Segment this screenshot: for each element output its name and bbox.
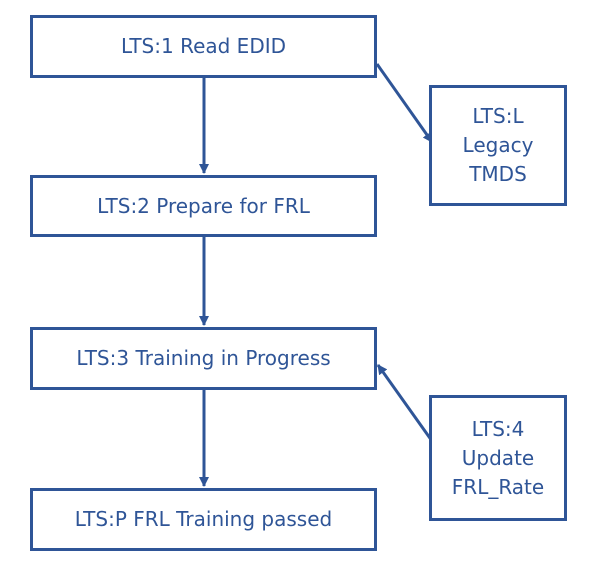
arrow-lts1-to-ltsl xyxy=(375,63,434,143)
node-label-line: FRL_Rate xyxy=(451,474,545,499)
node-label: LTS:1 Read EDID xyxy=(120,34,287,58)
node-lts2-prepare-for-frl: LTS:2 Prepare for FRL xyxy=(30,175,377,237)
node-label: LTS:2 Prepare for FRL xyxy=(97,193,310,218)
node-label-line: LTS:4 xyxy=(471,416,525,441)
node-lts1-read-edid: LTS:1 Read EDID xyxy=(30,15,377,78)
node-lts4-update-frl-rate: LTS:4 Update FRL_Rate xyxy=(429,395,567,521)
node-label-line: Legacy xyxy=(462,133,534,157)
node-ltsp-frl-training-passed: LTS:P FRL Training passed xyxy=(30,488,377,551)
arrow-lts4-to-lts3 xyxy=(376,364,434,442)
node-label: LTS:3 Training in Progress xyxy=(76,346,331,370)
node-ltsl-legacy-tmds: LTS:L Legacy TMDS xyxy=(429,85,567,206)
node-label-line: TMDS xyxy=(469,162,527,186)
node-lts3-training-in-progress: LTS:3 Training in Progress xyxy=(30,327,377,390)
node-label: LTS:P FRL Training passed xyxy=(74,507,333,531)
node-label-line: LTS:L xyxy=(472,104,524,128)
node-label-line: Update xyxy=(461,445,535,470)
